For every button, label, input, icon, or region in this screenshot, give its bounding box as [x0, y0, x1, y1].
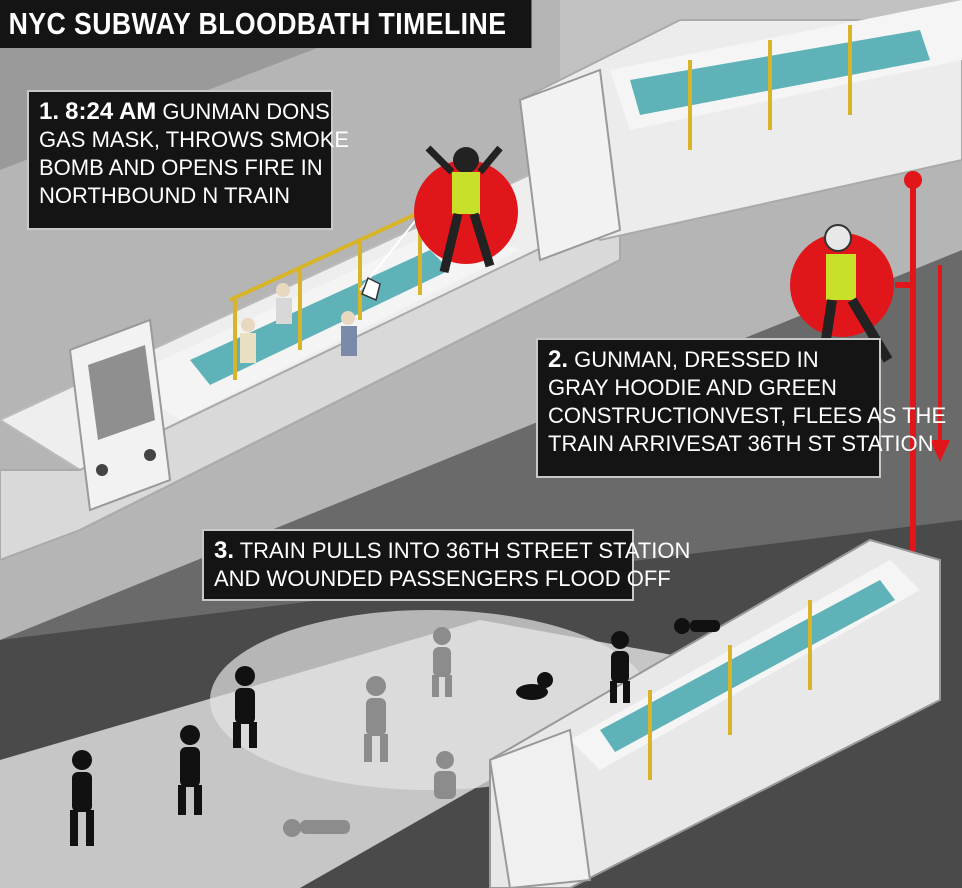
step-text: GRAY HOODIE AND GREEN: [548, 375, 837, 400]
step-text: GAS MASK, THROWS SMOKE: [39, 127, 350, 152]
step-text: CONSTRUCTIONVEST, FLEES AS THE: [548, 403, 947, 428]
rear-train-car: [518, 0, 962, 262]
passenger-fallen: [674, 618, 720, 634]
ghost-passengers: [283, 627, 456, 837]
step-number: 1.: [39, 98, 60, 125]
step-text: NORTHBOUND N TRAIN: [39, 183, 290, 208]
gunman-in-train: [414, 145, 518, 274]
infographic-title: NYC SUBWAY BLOODBATH TIMELINE: [0, 0, 532, 48]
arrow-head: [930, 440, 950, 462]
step-text: GUNMAN, DRESSED IN: [574, 347, 819, 372]
passenger-body: [240, 333, 256, 363]
step-text: BOMB AND OPENS FIRE IN: [39, 155, 323, 180]
timeline-step-2: 2. GUNMAN, DRESSED IN GRAY HOODIE AND GR…: [536, 338, 947, 478]
gunman-arm: [425, 145, 455, 175]
step-time: 8:24 AM: [65, 98, 157, 125]
passenger-body: [276, 298, 292, 324]
train-window: [88, 345, 155, 440]
gunman-fleeing: [790, 224, 894, 367]
gunman-arm: [477, 145, 503, 175]
train-at-36th-st: [488, 538, 941, 888]
step-number: 3.: [214, 537, 235, 564]
step-text: TRAIN PULLS INTO 36TH STREET STATION: [239, 538, 691, 563]
passenger-silhouette: [178, 725, 202, 815]
step-number: 2.: [548, 346, 569, 373]
construction-vest: [826, 254, 856, 300]
step-text: TRAIN ARRIVESAT 36TH ST STATION: [548, 431, 934, 456]
gunman-leg: [847, 297, 893, 363]
step-text: GUNMAN DONS: [162, 99, 330, 124]
passenger-silhouette: [610, 631, 630, 703]
fleeing-passengers: [70, 618, 720, 846]
timeline-step-1: 1. 8:24 AM GUNMAN DONS GAS MASK, THROWS …: [27, 90, 350, 230]
gunman-head: [824, 224, 852, 252]
handrail: [229, 208, 426, 302]
seat-row: [630, 30, 930, 115]
throw-trajectory: [359, 214, 421, 291]
step-1-first-line: 1. 8:24 AM GUNMAN DONS: [39, 98, 330, 126]
passenger: [341, 311, 355, 325]
train-front: [488, 728, 592, 888]
headlight: [144, 449, 156, 461]
step-3-first-line: 3. TRAIN PULLS INTO 36TH STREET STATION: [214, 537, 690, 565]
gunman-leg: [469, 212, 495, 268]
passenger-kneeling: [434, 751, 456, 799]
seat-row: [600, 580, 895, 752]
passenger-silhouette: [432, 627, 452, 697]
passenger-silhouette: [70, 750, 94, 846]
timeline-step-3: 3. TRAIN PULLS INTO 36TH STREET STATION …: [202, 529, 690, 601]
gunman-leg: [439, 212, 463, 274]
gunman-head: [453, 147, 479, 173]
passenger-silhouette: [364, 676, 388, 762]
passenger-silhouette: [233, 666, 257, 748]
train-rear-end: [518, 68, 622, 262]
headlight: [96, 464, 108, 476]
passenger-fallen: [283, 819, 350, 837]
smoke-bomb: [361, 276, 381, 302]
step-2-first-line: 2. GUNMAN, DRESSED IN: [548, 346, 869, 374]
passenger-crouched: [516, 672, 553, 700]
construction-vest: [452, 172, 480, 214]
timeline-node: [904, 171, 922, 189]
passenger: [241, 318, 255, 332]
passenger-body: [341, 326, 357, 356]
passenger: [276, 283, 290, 297]
step-text: AND WOUNDED PASSENGERS FLOOD OFF: [214, 566, 671, 591]
